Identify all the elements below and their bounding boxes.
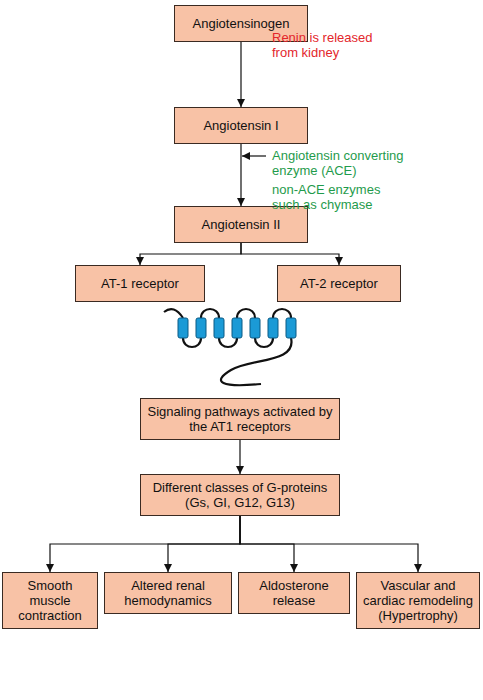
flow-arrow [241,243,339,265]
enzyme-note: Renin is released from kidney [272,30,392,60]
process-box: Angiotensin I [174,107,308,144]
box-text: Angiotensin II [202,217,281,232]
process-box: Altered renal hemodynamics [104,572,232,614]
transmembrane-helix [268,318,278,338]
flow-arrow [239,440,240,474]
box-text: AT-2 receptor [300,276,378,291]
box-text: Different classes of G-proteins (Gs, GI,… [147,480,333,510]
process-box: Aldosterone release [238,572,350,614]
transmembrane-helix [196,318,206,338]
box-text: Signaling pathways activated by the AT1 … [147,404,333,434]
box-text: Angiotensin I [203,118,278,133]
process-box: Signaling pathways activated by the AT1 … [140,398,340,440]
transmembrane-helix [250,318,260,338]
box-text: Vascular and cardiac remodeling (Hypertr… [363,578,473,623]
receptor-loops [164,309,292,385]
flow-arrow [168,516,240,572]
leader-arrow [242,155,266,156]
box-text: AT-1 receptor [101,276,179,291]
process-box: Different classes of G-proteins (Gs, GI,… [140,474,340,516]
process-box: AT-1 receptor [75,265,205,302]
enzyme-note: non-ACE enzymes such as chymase [272,182,392,212]
process-box: Smooth muscle contraction [2,572,98,629]
flow-arrow [240,42,241,107]
box-text: Smooth muscle contraction [9,578,91,623]
enzyme-note: Angiotensin converting enzyme (ACE) [272,148,447,178]
flow-arrow [240,144,241,206]
flow-arrow [140,243,241,265]
box-text: Altered renal hemodynamics [111,578,225,608]
flow-arrow [240,516,418,572]
transmembrane-helix [232,318,242,338]
transmembrane-helix [214,318,224,338]
process-box: AT-2 receptor [277,265,401,302]
flow-arrow [50,516,240,572]
transmembrane-helix [178,318,188,338]
process-box: Vascular and cardiac remodeling (Hypertr… [356,572,480,629]
receptor-symbol [164,309,296,385]
box-text: Aldosterone release [245,578,343,608]
transmembrane-helix [286,318,296,338]
box-text: Angiotensinogen [193,16,290,31]
